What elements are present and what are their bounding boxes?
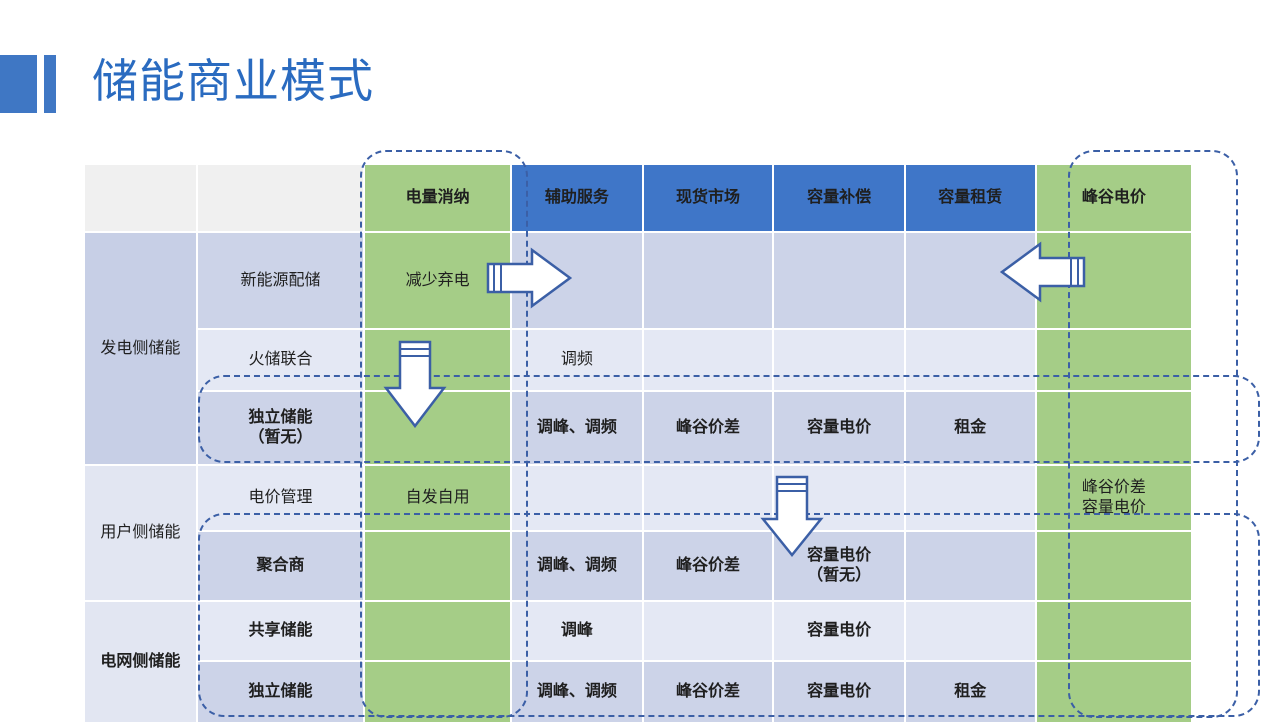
group-label-grid-side: 电网侧储能 xyxy=(85,602,198,724)
cell-r3-c3 xyxy=(774,466,906,532)
table-row: 独立储能（暂无） 调峰、调频 峰谷价差 容量电价 租金 xyxy=(85,392,1193,466)
table-row: 发电侧储能 新能源配储 减少弃电 xyxy=(85,233,1193,466)
cell-r5-c2 xyxy=(643,602,775,662)
cell-r2-c1: 调峰、调频 xyxy=(512,392,644,466)
cell-r4-c3: 容量电价（暂无） xyxy=(774,532,906,602)
table-row: 聚合商 调峰、调频 峰谷价差 容量电价（暂无） xyxy=(85,532,1193,602)
cell-r0-c3 xyxy=(774,233,906,330)
group-label-generation-side: 发电侧储能 xyxy=(85,233,198,466)
cell-r0-c5 xyxy=(1036,233,1193,330)
cell-r6-c4: 租金 xyxy=(905,662,1037,724)
column-header-capacity-lease: 容量租赁 xyxy=(905,165,1037,233)
table-row: 独立储能 调峰、调频 峰谷价差 容量电价 租金 xyxy=(85,662,1193,724)
row-label-price-management: 电价管理 xyxy=(197,466,366,532)
row-label-aggregator: 聚合商 xyxy=(197,532,366,602)
cell-r6-c0 xyxy=(365,662,513,724)
cell-r6-c3: 容量电价 xyxy=(774,662,906,724)
title-accent-bar xyxy=(0,55,90,113)
cell-r2-c2: 峰谷价差 xyxy=(643,392,775,466)
cell-r1-c2 xyxy=(643,330,775,392)
cell-r1-c5 xyxy=(1036,330,1193,392)
cell-r0-c1 xyxy=(512,233,644,330)
header-corner-2 xyxy=(197,165,366,233)
cell-r2-c3: 容量电价 xyxy=(774,392,906,466)
accent-block-large xyxy=(0,55,37,113)
cell-r4-c1: 调峰、调频 xyxy=(512,532,644,602)
table-row: 用户侧储能 电价管理 自发自用 峰谷价差容量电价 xyxy=(85,466,1193,602)
cell-r6-c5 xyxy=(1036,662,1193,724)
cell-r0-c4 xyxy=(905,233,1037,330)
cell-r1-c0 xyxy=(365,330,513,392)
cell-r4-c4 xyxy=(905,532,1037,602)
table-header-row: 电量消纳 辅助服务 现货市场 容量补偿 容量租赁 峰谷电价 xyxy=(85,165,1193,233)
table-row: 电网侧储能 共享储能 调峰 容量电价 xyxy=(85,602,1193,724)
column-header-capacity-compensation: 容量补偿 xyxy=(774,165,906,233)
cell-r2-c4: 租金 xyxy=(905,392,1037,466)
column-header-peak-valley-price: 峰谷电价 xyxy=(1036,165,1193,233)
cell-r5-c1: 调峰 xyxy=(512,602,644,662)
cell-r1-c1: 调频 xyxy=(512,330,644,392)
group-label-user-side: 用户侧储能 xyxy=(85,466,198,602)
cell-r3-c0: 自发自用 xyxy=(365,466,513,532)
header-corner-1 xyxy=(85,165,198,233)
row-label-independent-storage: 独立储能 xyxy=(197,662,366,724)
cell-r4-c5 xyxy=(1036,532,1193,602)
cell-r0-c0: 减少弃电 xyxy=(365,233,513,330)
cell-r5-c0 xyxy=(365,602,513,662)
cell-r3-c4 xyxy=(905,466,1037,532)
cell-r1-c4 xyxy=(905,330,1037,392)
cell-r3-c5: 峰谷价差容量电价 xyxy=(1036,466,1193,532)
cell-r4-c2: 峰谷价差 xyxy=(643,532,775,602)
column-header-ancillary-services: 辅助服务 xyxy=(512,165,644,233)
cell-r5-c5 xyxy=(1036,602,1193,662)
column-header-electricity-consumption: 电量消纳 xyxy=(365,165,513,233)
cell-r1-c3 xyxy=(774,330,906,392)
cell-r5-c3: 容量电价 xyxy=(774,602,906,662)
row-label-new-energy-storage: 新能源配储 xyxy=(197,233,366,330)
cell-r3-c2 xyxy=(643,466,775,532)
cell-r6-c2: 峰谷价差 xyxy=(643,662,775,724)
row-label-independent-storage-none: 独立储能（暂无） xyxy=(197,392,366,466)
cell-r2-c0 xyxy=(365,392,513,466)
table-row: 火储联合 调频 xyxy=(85,330,1193,392)
cell-r2-c5 xyxy=(1036,392,1193,466)
cell-r6-c1: 调峰、调频 xyxy=(512,662,644,724)
cell-r0-c2 xyxy=(643,233,775,330)
cell-r4-c0 xyxy=(365,532,513,602)
cell-r3-c1 xyxy=(512,466,644,532)
column-header-spot-market: 现货市场 xyxy=(643,165,775,233)
accent-block-small xyxy=(44,55,56,113)
row-label-thermal-storage-combined: 火储联合 xyxy=(197,330,366,392)
cell-r5-c4 xyxy=(905,602,1037,662)
row-label-shared-storage: 共享储能 xyxy=(197,602,366,662)
business-model-matrix: 电量消纳 辅助服务 现货市场 容量补偿 容量租赁 峰谷电价 发电侧储能 新能源配… xyxy=(85,165,1193,724)
page-title: 储能商业模式 xyxy=(92,55,374,107)
